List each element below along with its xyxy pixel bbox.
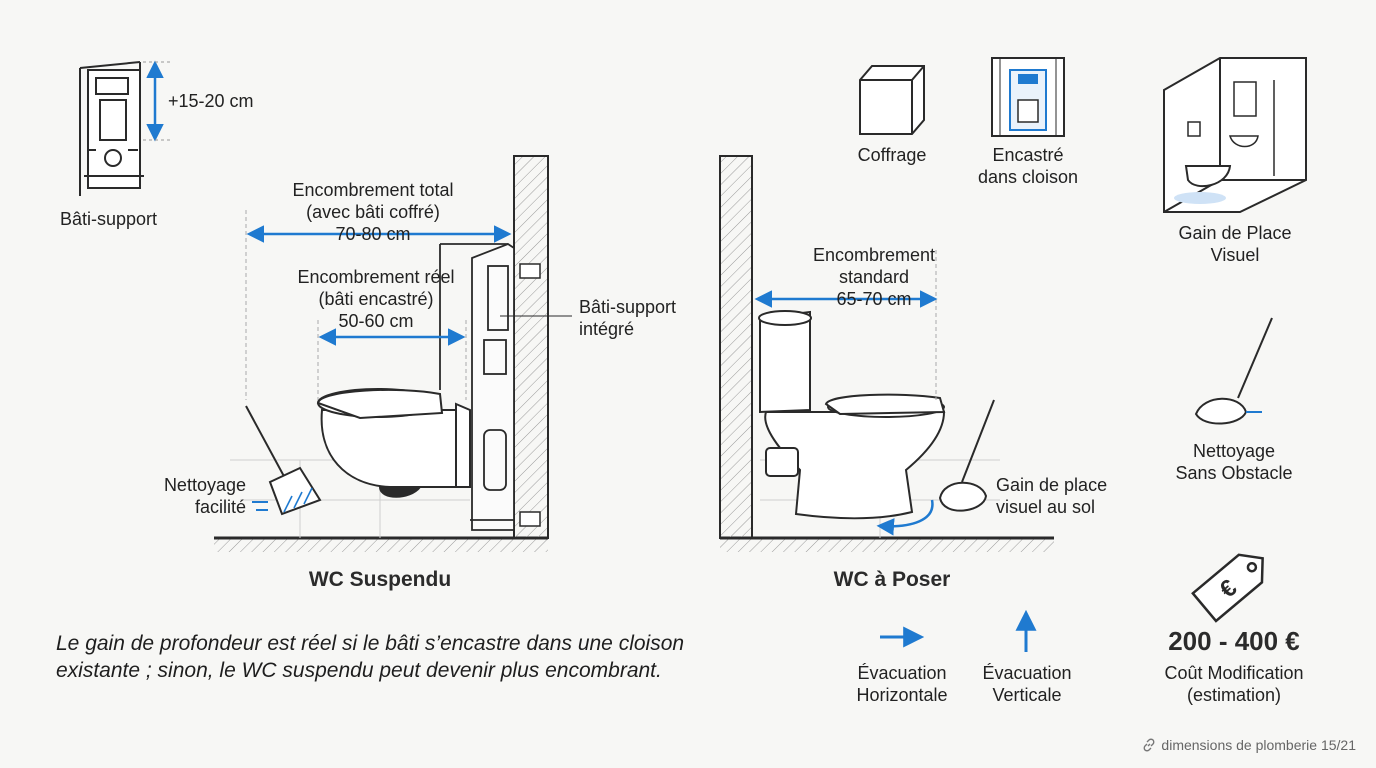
encastre-icon <box>991 57 1065 137</box>
frame-support-label: Bâti-support <box>60 209 158 229</box>
frame-support-icon <box>79 61 144 196</box>
integrated-frame-label: Bâti-support intégré <box>579 297 677 339</box>
height-adjust-label: +15-20 cm <box>168 91 254 111</box>
real-footprint-label: Encombrement réel (bâti encastré) 50-60 … <box>297 267 455 331</box>
coffrage-label: Coffrage <box>857 145 927 165</box>
wall-hung-title: WC Suspendu <box>308 568 452 591</box>
footer: dimensions de plomberie 15/21 <box>1142 737 1356 753</box>
link-icon <box>1143 738 1155 752</box>
room-icon <box>1163 57 1307 213</box>
standard-footprint-label: Encombrement standard 65-70 cm <box>812 245 936 309</box>
vertical-evacuation-label: Évacuation Verticale <box>982 663 1072 705</box>
euro-tag-icon: € <box>1191 553 1264 623</box>
cost-label: Coût Modification (estimation) <box>1164 663 1304 705</box>
coffrage-icon <box>859 65 925 135</box>
cost-value: 200 - 400 € <box>1168 626 1300 656</box>
horizontal-evacuation-label: Évacuation Horizontale <box>856 663 948 705</box>
wall-hung-scene <box>214 155 572 552</box>
mop-cleaning-icon <box>1194 317 1273 425</box>
floor-standing-scene <box>719 155 1054 552</box>
depth-gain-note: Le gain de profondeur est réel si le bât… <box>56 632 685 682</box>
encastre-label: Encastré dans cloison <box>977 145 1079 187</box>
cleaning-no-obstacle-label: Nettoyage Sans Obstacle <box>1175 441 1293 483</box>
mop-icon <box>938 399 995 512</box>
total-footprint-label: Encombrement total (avec bâti coffré) 70… <box>292 180 454 244</box>
cleaning-easy-label: Nettoyage facilité <box>163 475 246 517</box>
floor-space-arrow <box>876 499 934 536</box>
wall-hung-toilet-icon <box>316 388 471 498</box>
visual-space-label: Gain de Place Visuel <box>1178 223 1292 265</box>
floor-standing-title: WC à Poser <box>833 568 951 591</box>
broom-icon <box>245 405 322 516</box>
floor-space-label: Gain de place visuel au sol <box>996 475 1108 517</box>
footer-text: dimensions de plomberie 15/21 <box>1161 737 1356 753</box>
floor-standing-toilet-icon <box>758 310 946 520</box>
